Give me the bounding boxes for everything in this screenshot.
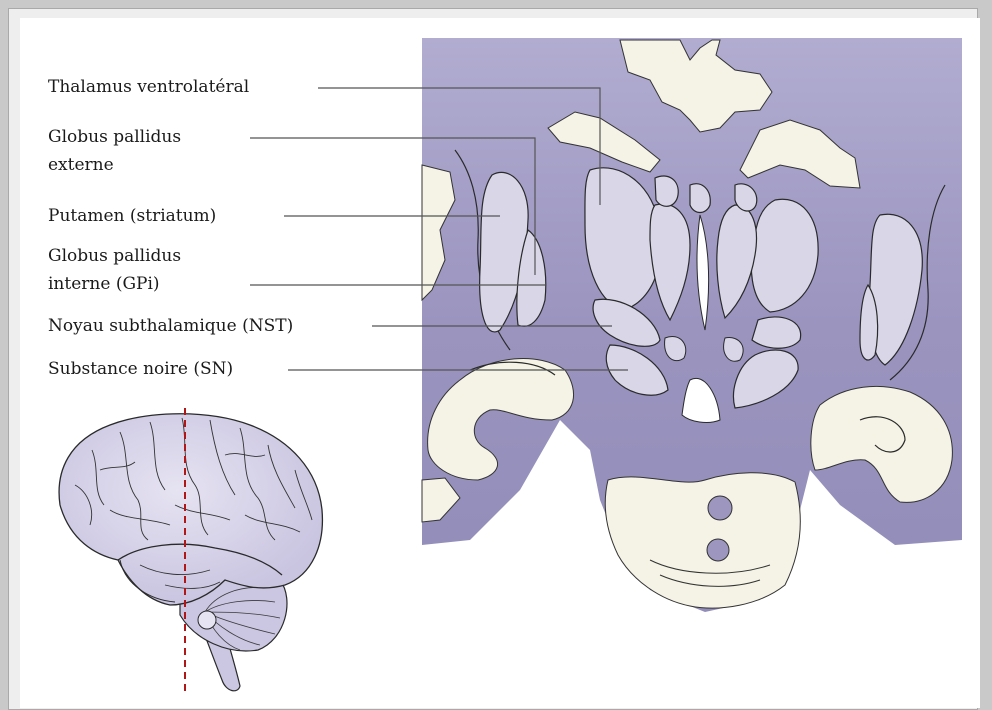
label-globus-pallidus-interne-line2: interne (GPi) <box>48 273 160 295</box>
label-globus-pallidus-externe-line2: externe <box>48 154 114 176</box>
label-putamen-striatum: Putamen (striatum) <box>48 205 216 227</box>
label-substance-noire: Substance noire (SN) <box>48 358 233 380</box>
subthalamic-nucleus-right <box>752 317 801 348</box>
brain-lateral-illustration <box>59 414 322 691</box>
coronal-section-illustration <box>422 38 962 612</box>
pons-vessel <box>707 539 729 561</box>
pons <box>605 473 800 608</box>
pons-vessel-2 <box>708 496 732 520</box>
cerebrum <box>59 414 322 605</box>
label-thalamus-ventrolateral: Thalamus ventrolatéral <box>48 76 249 98</box>
label-globus-pallidus-externe-line1: Globus pallidus <box>48 126 181 148</box>
label-noyau-subthalamique: Noyau subthalamique (NST) <box>48 315 293 337</box>
pons-bulge <box>198 611 216 629</box>
label-globus-pallidus-interne-line1: Globus pallidus <box>48 245 181 267</box>
thalamus-small-1 <box>655 176 678 206</box>
